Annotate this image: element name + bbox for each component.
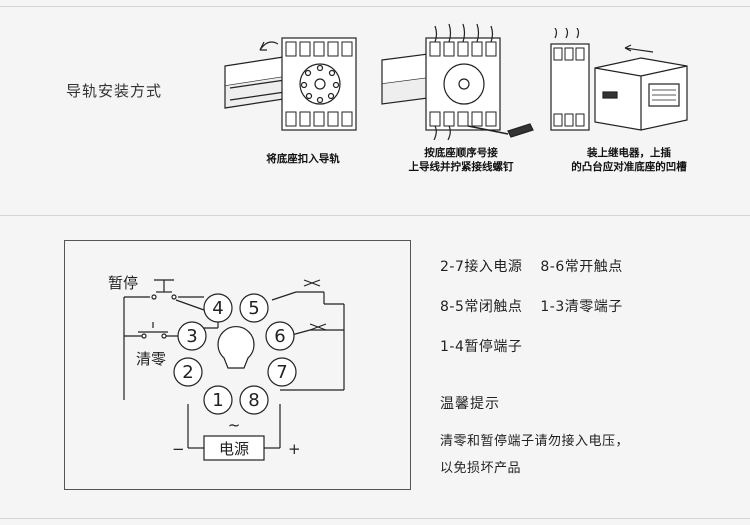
terminal-3: 3 [186, 326, 197, 347]
section-divider [0, 215, 750, 216]
tips-line: 以免损坏产品 [440, 461, 522, 476]
terminal-list: 2-7接入电源 8-6常开触点 8-5常闭触点 1-3清零端子 1-4暂停端子 [440, 254, 730, 374]
terminal-list-row: 8-5常闭触点 1-3清零端子 [440, 294, 730, 334]
reset-label: 清零 [136, 350, 166, 368]
relay-insert-illustration [550, 28, 688, 131]
terminal-1: 1 [212, 390, 223, 411]
tips-line: 清零和暂停端子请勿接入电压， [440, 434, 630, 449]
pause-label: 暂停 [108, 274, 138, 292]
plus-sign: + [288, 440, 301, 458]
terminal-desc: 1-4暂停端子 [440, 339, 523, 355]
terminal-4: 4 [212, 298, 223, 319]
caption-step-1: 将底座扣入导轨 [266, 153, 340, 165]
terminal-desc: 1-3清零端子 [540, 299, 623, 315]
tips-title: 温馨提示 [440, 396, 500, 412]
top-border [0, 6, 750, 7]
terminal-desc: 8-5常闭触点 [440, 299, 523, 315]
terminal-7: 7 [276, 362, 287, 383]
bottom-border [0, 518, 750, 519]
terminal-list-row: 2-7接入电源 8-6常开触点 [440, 254, 730, 294]
terminal-desc: 8-6常开触点 [540, 259, 623, 275]
tips-text: 清零和暂停端子请勿接入电压， 以免损坏产品 [440, 428, 720, 482]
terminal-list-row: 1-4暂停端子 [440, 334, 730, 374]
terminal-8: 8 [248, 390, 259, 411]
wiring-diagram: 1 2 3 4 5 6 7 8 暂停 清零 电源 ~ − + [108, 274, 345, 461]
wiring-illustration [381, 23, 534, 140]
minus-sign: − [172, 440, 185, 458]
terminal-6: 6 [274, 326, 285, 347]
rail-mount-illustration [224, 37, 357, 131]
mounting-title: 导轨安装方式 [66, 82, 163, 100]
caption-step-2: 按底座顺序号接 上导线并拧紧接线螺钉 [408, 147, 514, 173]
ac-symbol: ~ [228, 416, 241, 434]
terminal-desc: 2-7接入电源 [440, 259, 523, 275]
wiring-diagram-frame [64, 240, 411, 490]
terminal-2: 2 [182, 362, 193, 383]
power-label: 电源 [219, 440, 249, 458]
caption-step-3: 装上继电器，上插 的凸台应对准底座的凹槽 [571, 147, 687, 173]
terminal-5: 5 [248, 298, 259, 319]
